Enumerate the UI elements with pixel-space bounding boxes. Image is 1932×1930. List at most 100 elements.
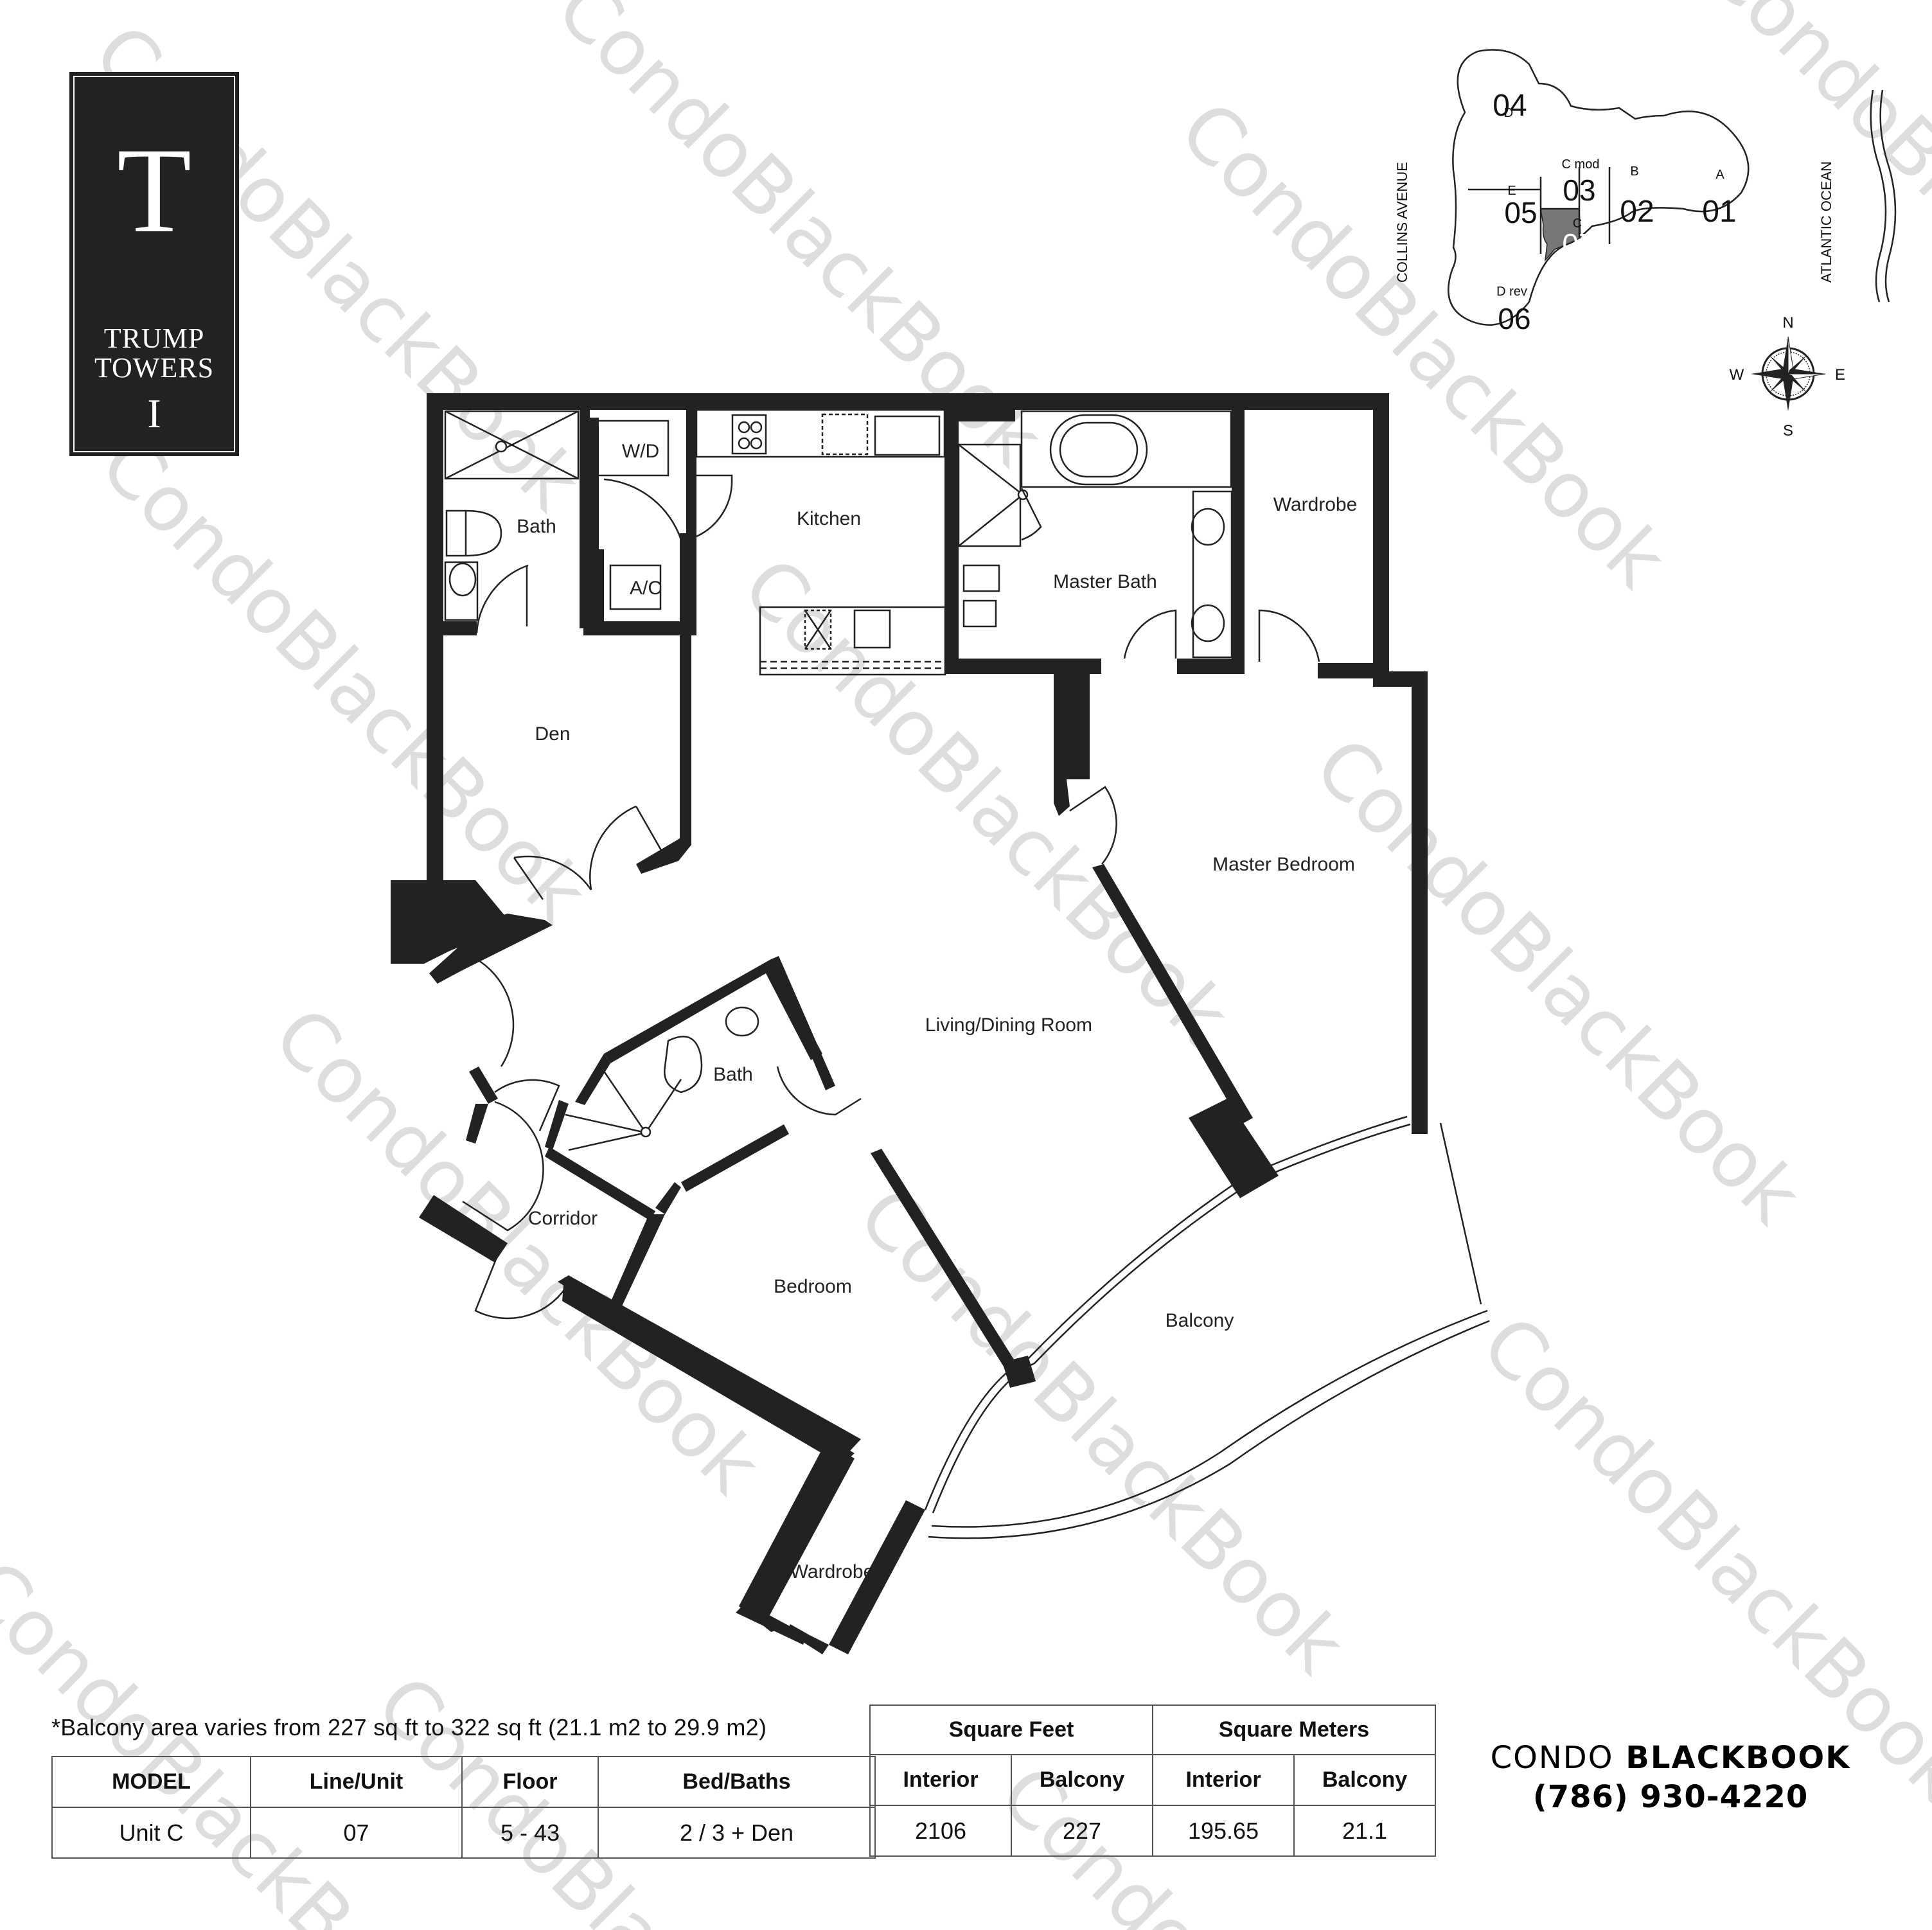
room-label-bath-1: Bath: [517, 516, 556, 537]
keyplan-model-04: D: [1504, 106, 1513, 120]
walls: [391, 393, 1428, 1654]
room-label-ac: A/C: [630, 578, 662, 599]
bidet-icon: [962, 599, 997, 628]
logo-name: TRUMP TOWERS: [69, 324, 239, 383]
header-floor: Floor: [461, 1756, 599, 1808]
group-square-feet: Square Feet: [869, 1704, 1153, 1755]
room-label-den: Den: [535, 723, 570, 745]
dishwasher-icon: [804, 609, 832, 650]
room-label-wardrobe-2: Wardrobe: [790, 1561, 874, 1582]
balcony-note: *Balcony area varies from 227 sq ft to 3…: [51, 1714, 767, 1740]
compass-north: N: [1782, 314, 1793, 332]
keyplan-unit-03: 03: [1563, 173, 1595, 207]
vanity-icon: [1192, 490, 1233, 659]
compass-east: E: [1835, 366, 1845, 384]
room-label-bath-2: Bath: [713, 1064, 753, 1085]
brand-name-bold: BLACKBOOK: [1626, 1740, 1851, 1776]
cooktop-icon: [731, 414, 767, 455]
ocean-label: ATLANTIC OCEAN: [1818, 161, 1834, 283]
value-model: Unit C: [51, 1807, 251, 1859]
value-sqm-balcony: 21.1: [1293, 1805, 1436, 1857]
unit-spec-table: MODEL Line/Unit Floor Bed/Baths Unit C 0…: [51, 1756, 876, 1859]
condo-blackbook-brand: CONDO BLACKBOOK (786) 930-4220: [1452, 1739, 1889, 1817]
toilet-icon: [962, 564, 1000, 592]
keyplan-unit-06: 06: [1498, 302, 1530, 335]
logo-border: [73, 76, 235, 452]
logo-tower-number: I: [147, 391, 161, 436]
shower-icon: [565, 1066, 682, 1151]
toilet-icon: [445, 509, 502, 557]
area-table: Square Feet Square Meters Interior Balco…: [869, 1704, 1436, 1857]
sink-icon: [448, 562, 477, 597]
keyplan-model-07: C: [1573, 217, 1582, 231]
value-sqm-interior: 195.65: [1152, 1805, 1295, 1857]
value-line-unit: 07: [250, 1807, 463, 1859]
brand-phone[interactable]: (786) 930-4220: [1532, 1779, 1809, 1815]
compass-west: W: [1730, 366, 1744, 384]
shower-icon: [444, 410, 580, 480]
keyplan-model-03: C mod: [1562, 157, 1600, 172]
keyplan-unit-04: 04: [1493, 89, 1527, 123]
sink-icon: [1191, 508, 1225, 546]
room-labels: Bath W/D A/C Kitchen Master Bath Wardrob…: [517, 441, 1357, 1582]
street-label-collins: COLLINS AVENUE: [1394, 162, 1410, 283]
room-label-master-bedroom: Master Bedroom: [1212, 854, 1355, 875]
sink-icon: [1191, 604, 1225, 642]
watermark-text: CondoBlackBook: [1297, 721, 1818, 1241]
header-sqft-interior: Interior: [869, 1754, 1012, 1806]
header-sqm-interior: Interior: [1152, 1754, 1295, 1806]
fixtures: [436, 409, 1490, 1539]
area-group-row: Square Feet Square Meters: [869, 1704, 1436, 1755]
brand-name-light: CONDO: [1490, 1740, 1614, 1776]
kitchen-sink-icon: [853, 609, 891, 649]
value-bed-baths: 2 / 3 + Den: [598, 1807, 876, 1859]
room-label-corridor: Corridor: [528, 1208, 598, 1229]
header-sqm-balcony: Balcony: [1293, 1754, 1436, 1806]
keyplan-model-05: E: [1507, 184, 1516, 198]
watermark-text: CondoBlackBook: [841, 1171, 1361, 1691]
keyplan-model-02: B: [1630, 164, 1638, 179]
room-label-kitchen: Kitchen: [797, 508, 861, 529]
unit-07-highlight: [1540, 208, 1581, 262]
sink-icon: [725, 1006, 759, 1037]
brand-name: CONDO BLACKBOOK: [1452, 1739, 1889, 1777]
table-row: Unit C 07 5 - 43 2 / 3 + Den: [51, 1807, 876, 1859]
key-plan: COLLINS AVENUE ATLANTIC OCEAN D 04 C mod…: [1394, 49, 1897, 335]
compass-rose-icon: N S E W: [1730, 314, 1845, 439]
value-floor: 5 - 43: [461, 1807, 599, 1859]
room-label-living-dining: Living/Dining Room: [925, 1014, 1092, 1036]
keyplan-unit-01: 01: [1702, 195, 1736, 229]
watermark-text: CondoBlackBook: [256, 991, 777, 1511]
room-label-wd: W/D: [622, 441, 659, 462]
value-sqft-interior: 2106: [869, 1805, 1012, 1857]
area-header-row: Interior Balcony Interior Balcony: [869, 1754, 1436, 1806]
room-label-master-bath: Master Bath: [1053, 571, 1157, 592]
header-model: MODEL: [51, 1756, 251, 1808]
keyplan-unit-07: 07: [1562, 227, 1595, 261]
keyplan-model-01: A: [1715, 168, 1724, 182]
toilet-icon: [664, 1036, 703, 1093]
ac-unit-icon: [609, 564, 662, 610]
bathtub-icon: [1049, 414, 1148, 486]
header-bed-baths: Bed/Baths: [598, 1756, 876, 1808]
value-sqft-balcony: 227: [1011, 1805, 1153, 1857]
keyplan-model-06: D rev: [1496, 285, 1527, 299]
room-label-bedroom: Bedroom: [774, 1276, 852, 1297]
logo-name-line2: TOWERS: [94, 352, 215, 384]
header-line-unit: Line/Unit: [250, 1756, 463, 1808]
room-label-wardrobe-1: Wardrobe: [1273, 494, 1358, 515]
header-sqft-balcony: Balcony: [1011, 1754, 1153, 1806]
table-row: 2106 227 195.65 21.1: [869, 1805, 1436, 1857]
keyplan-unit-02: 02: [1620, 195, 1654, 229]
compass-south: S: [1783, 422, 1793, 439]
keyplan-unit-05: 05: [1504, 196, 1537, 229]
group-square-meters: Square Meters: [1152, 1704, 1436, 1755]
table-header-row: MODEL Line/Unit Floor Bed/Baths: [51, 1756, 876, 1808]
washer-dryer-icon: [596, 420, 669, 477]
logo-monogram: T: [116, 123, 192, 258]
trump-towers-logo: T TRUMP TOWERS I: [69, 72, 239, 456]
logo-name-line1: TRUMP: [103, 323, 205, 354]
room-label-balcony: Balcony: [1165, 1310, 1234, 1331]
